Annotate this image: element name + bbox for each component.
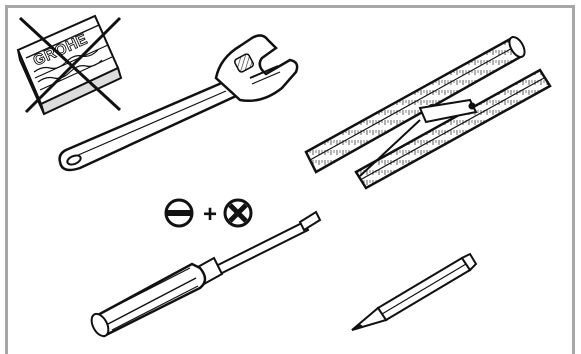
screwdriver-icon (88, 212, 320, 339)
flat-blade-screwdriver-symbol-icon (166, 200, 192, 226)
phillips-screwdriver-symbol-icon (225, 200, 251, 226)
crossed-out-grohe-box-icon: GROHE (18, 16, 121, 114)
folding-ruler-icon (306, 34, 550, 188)
plus-symbol: + (203, 201, 217, 228)
pencil-icon (352, 254, 476, 330)
screwdriver-type-symbols: + (166, 200, 251, 228)
